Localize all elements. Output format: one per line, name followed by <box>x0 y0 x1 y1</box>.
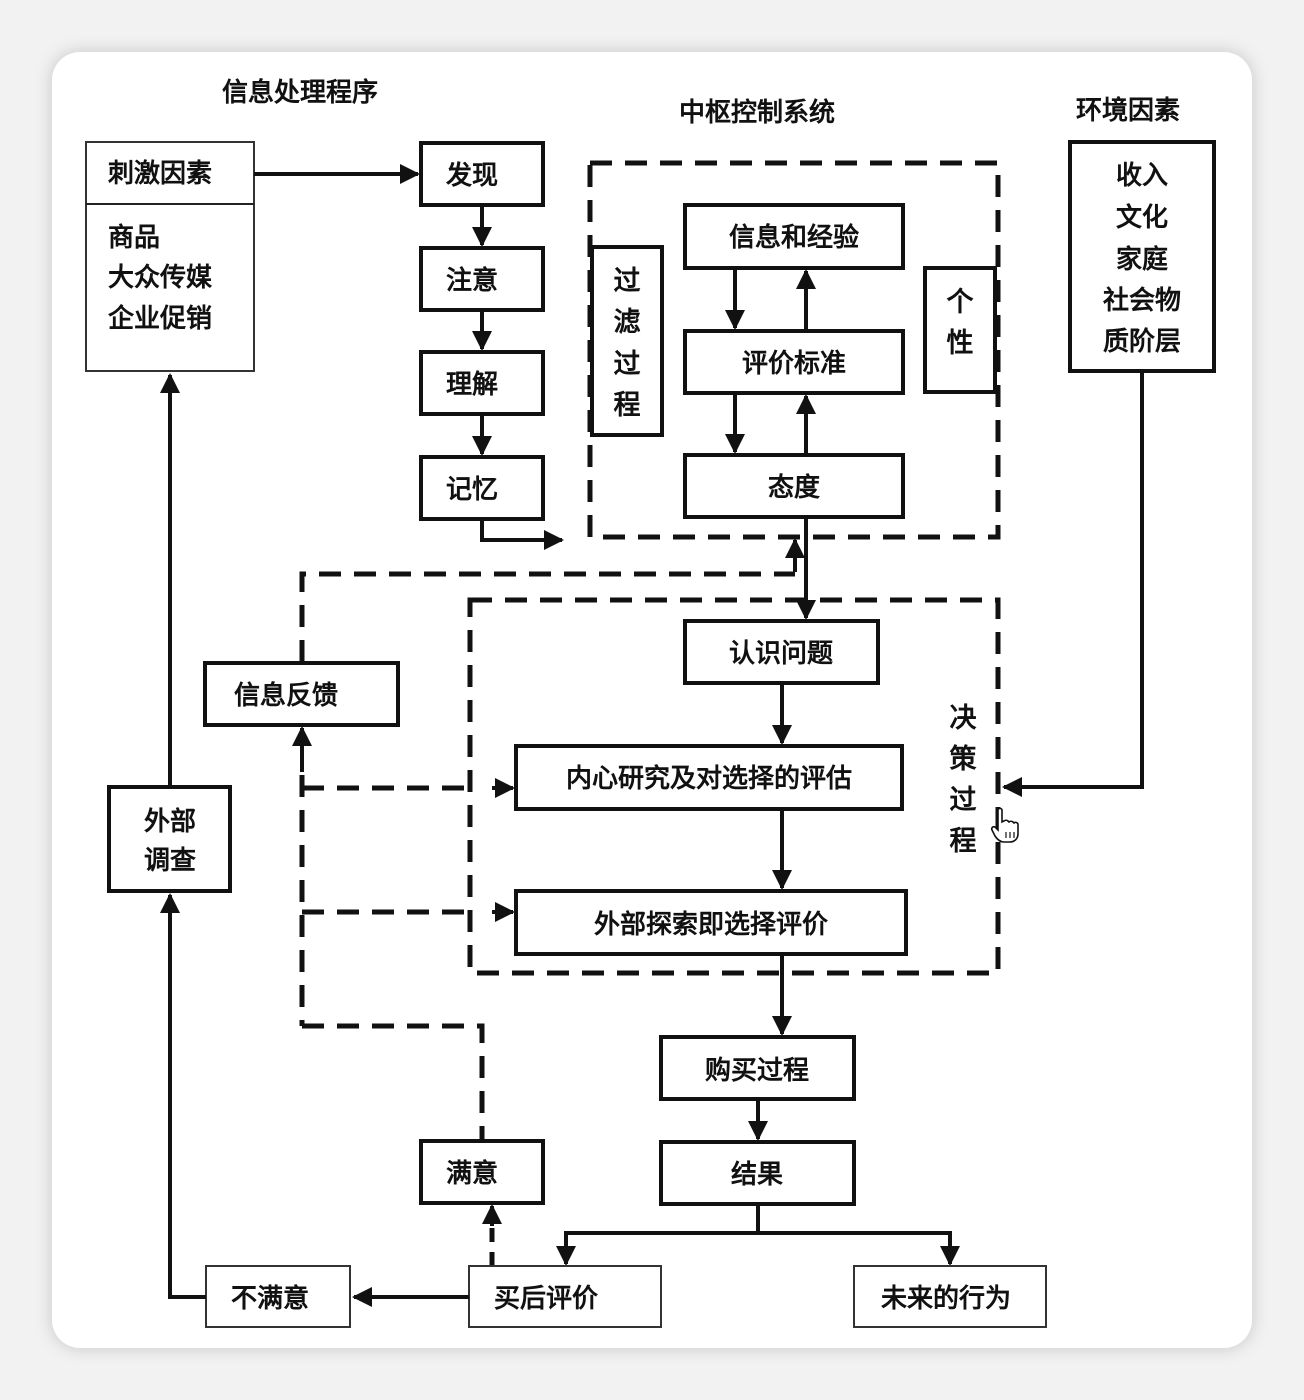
stimulus-item: 商品 <box>108 222 160 253</box>
svg-text:认识问题: 认识问题 <box>729 639 833 669</box>
svg-text:评价标准: 评价标准 <box>742 349 846 379</box>
svg-text:发现: 发现 <box>445 160 498 191</box>
svg-text:家庭: 家庭 <box>1116 244 1168 275</box>
step-understanding: 理解 <box>419 350 545 416</box>
svg-text:信息和经验: 信息和经验 <box>729 222 859 253</box>
feedback-loop-top <box>299 571 795 662</box>
step-memory: 记忆 <box>419 455 545 521</box>
post-purchase-box: 买后评价 <box>468 1265 662 1328</box>
svg-text:滤: 滤 <box>614 307 641 338</box>
svg-text:策: 策 <box>950 743 978 775</box>
arrow-memory-to-central <box>480 519 564 550</box>
svg-text:调查: 调查 <box>144 846 196 876</box>
svg-text:社会物: 社会物 <box>1103 285 1181 316</box>
internal-search-box: 内心研究及对选择的评估 <box>514 744 904 811</box>
feedback-box: 信息反馈 <box>203 661 400 727</box>
arrow-dissatisfied-to-survey <box>160 893 206 1299</box>
feedback-loop-bottom <box>302 1023 485 1140</box>
external-search-box: 外部探索即选择评价 <box>514 889 908 956</box>
svg-text:程: 程 <box>614 390 641 421</box>
svg-text:满意: 满意 <box>446 1158 498 1189</box>
svg-text:未来的行为: 未来的行为 <box>881 1283 1011 1314</box>
svg-text:文化: 文化 <box>1116 202 1168 233</box>
evaluation-criteria-box: 评价标准 <box>683 329 905 395</box>
stimulus-item: 企业促销 <box>108 303 212 334</box>
svg-text:外部探索即选择评价: 外部探索即选择评价 <box>594 910 829 940</box>
svg-text:不满意: 不满意 <box>231 1283 309 1314</box>
svg-text:程: 程 <box>950 826 977 857</box>
decision-process-label: 决 策 过 程 <box>950 703 978 857</box>
svg-text:态度: 态度 <box>768 472 820 503</box>
external-survey-box: 外部 调查 <box>107 785 232 893</box>
filter-process-box: 过 滤 过 程 <box>590 245 664 437</box>
stimulus-box: 刺激因素 商品 大众传媒 企业促销 <box>85 141 255 372</box>
decision-process-region <box>467 597 1001 976</box>
step-attention: 注意 <box>419 246 545 312</box>
info-experience-box: 信息和经验 <box>683 203 905 270</box>
title-info-processing: 信息处理程序 <box>222 77 378 108</box>
dissatisfied-box: 不满意 <box>205 1265 351 1328</box>
svg-text:过: 过 <box>950 785 977 816</box>
svg-text:购买过程: 购买过程 <box>705 1056 809 1086</box>
svg-text:注意: 注意 <box>446 265 498 296</box>
title-central-control: 中枢控制系统 <box>679 97 835 128</box>
svg-text:决: 决 <box>950 703 978 734</box>
svg-text:信息反馈: 信息反馈 <box>234 680 338 711</box>
svg-text:个: 个 <box>947 287 975 318</box>
title-environment: 环境因素 <box>1076 95 1180 126</box>
satisfied-box: 满意 <box>419 1139 545 1205</box>
arrow-environment-to-decision <box>1002 371 1144 797</box>
svg-text:过: 过 <box>614 266 641 297</box>
attitude-box: 态度 <box>683 453 905 519</box>
step-discover: 发现 <box>419 141 545 207</box>
branch-result <box>556 1204 760 1266</box>
svg-text:外部: 外部 <box>144 807 196 837</box>
branch-result-future <box>758 1231 960 1266</box>
svg-text:记忆: 记忆 <box>446 475 498 505</box>
svg-text:质阶层: 质阶层 <box>1103 327 1181 357</box>
result-box: 结果 <box>659 1140 856 1206</box>
stimulus-item: 大众传媒 <box>108 263 213 293</box>
svg-text:内心研究及对选择的评估: 内心研究及对选择的评估 <box>566 763 852 794</box>
svg-text:理解: 理解 <box>446 370 498 400</box>
recognize-problem-box: 认识问题 <box>683 619 880 685</box>
personality-box: 个 性 <box>923 266 997 394</box>
svg-text:过: 过 <box>614 349 641 380</box>
hand-pointer-icon <box>990 807 1019 843</box>
stimulus-header: 刺激因素 <box>108 158 212 189</box>
svg-text:结果: 结果 <box>731 1160 783 1190</box>
svg-text:买后评价: 买后评价 <box>494 1284 599 1314</box>
svg-text:收入: 收入 <box>1116 161 1168 191</box>
future-behavior-box: 未来的行为 <box>853 1265 1047 1328</box>
environment-box: 收入 文化 家庭 社会物 质阶层 <box>1068 140 1216 373</box>
purchase-box: 购买过程 <box>659 1035 856 1101</box>
svg-text:性: 性 <box>947 328 974 359</box>
